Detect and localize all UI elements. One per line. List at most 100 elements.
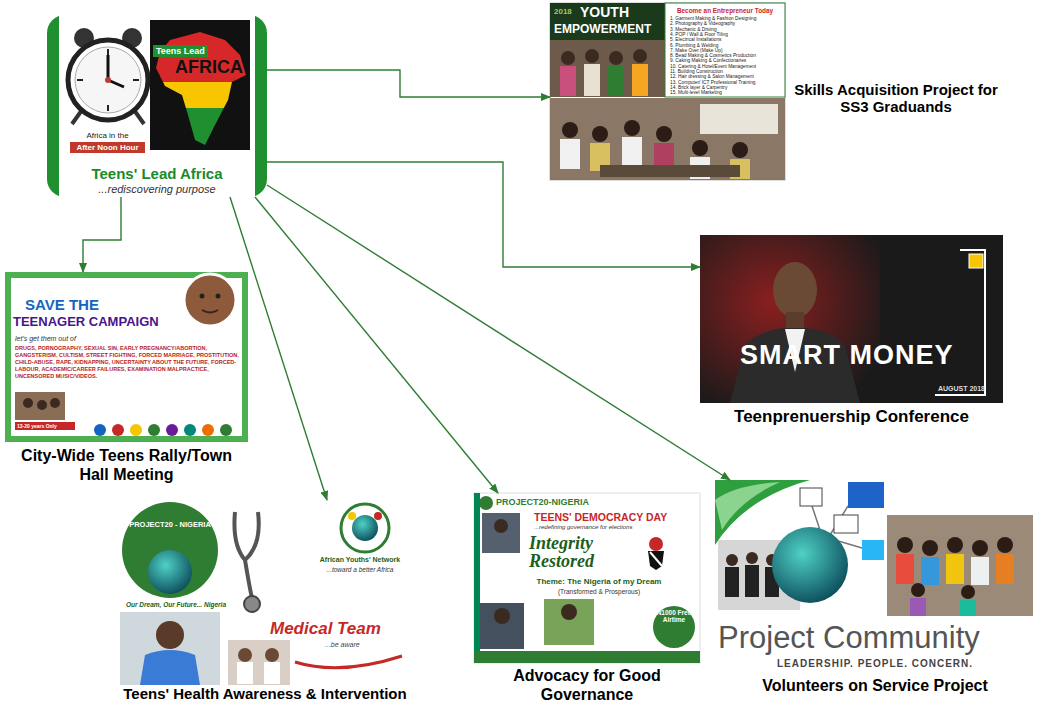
campaign-poster-part	[166, 424, 178, 436]
health-collage-part	[348, 512, 356, 520]
skills-poster-part	[592, 126, 608, 142]
community-collage-part	[946, 554, 964, 584]
poster-text: 8. Bead Making & Cosmetics Production	[670, 54, 783, 59]
logo-art-part	[105, 77, 111, 83]
poster-text: 12. Hair dressing & Salon Management	[670, 75, 783, 80]
poster-text: EMPOWERMENT	[554, 22, 662, 36]
logo-art-part	[107, 105, 109, 111]
poster-text: 9. Caking Making & Confectionaries	[670, 59, 783, 64]
health-collage-part	[237, 662, 253, 684]
poster-text: 5. Electrical Installations	[670, 38, 783, 43]
community-collage-part	[922, 540, 938, 556]
skills-poster-part	[562, 122, 578, 138]
logo-art-part	[77, 79, 83, 81]
poster-text: 6. Plumbing & Welding	[670, 44, 783, 49]
skills-poster-part	[600, 165, 740, 177]
governance-poster-part	[474, 493, 480, 663]
poster-text: ...rediscovering purpose	[57, 183, 257, 195]
community-collage-part	[862, 540, 884, 560]
logo-art-part	[133, 79, 139, 81]
poster-text: TEENAGER CAMPAIGN	[13, 314, 183, 329]
community-collage-part	[746, 552, 758, 564]
project-node: Project CommunityLEADERSHIP. PEOPLE. CON…	[715, 480, 1035, 702]
health-collage-part	[238, 648, 252, 662]
community-collage-part	[800, 488, 822, 506]
poster-text: Our Dream, Our Future... Nigeria	[120, 601, 232, 608]
governance-poster-part	[494, 608, 510, 624]
community-collage-part	[887, 515, 1033, 616]
community-collage-part	[725, 567, 739, 597]
logo-art	[47, 15, 267, 197]
campaign-poster-part	[130, 424, 142, 436]
community-collage	[715, 480, 1033, 616]
community-collage-part	[971, 557, 989, 585]
project-node: PROJECT20-NIGERIATEENS' DEMOCRACY DAY...…	[474, 493, 700, 708]
connector-arrow	[255, 197, 498, 493]
campaign-poster-part	[200, 294, 205, 299]
logo-art-part	[47, 15, 267, 197]
governance-poster-part	[482, 513, 520, 553]
governance-poster-part	[480, 603, 524, 649]
poster-text: 15. Multi-level Marketing	[670, 91, 783, 96]
campaign-poster-part	[148, 424, 160, 436]
health-collage-part	[374, 512, 382, 520]
project-node: PROJECT20 - NIGERIAOur Dream, Our Future…	[120, 500, 410, 718]
node-caption: Volunteers on Service Project	[715, 677, 1035, 695]
campaign-poster-part	[202, 424, 214, 436]
skills-poster-part	[560, 66, 576, 96]
poster-text: 7. Make Over (Make Up)	[670, 49, 783, 54]
conference-poster-part	[969, 254, 983, 268]
poster-text: SMART MONEY	[740, 340, 990, 371]
skills-poster-part	[550, 98, 785, 180]
community-collage-part	[834, 515, 858, 533]
poster-text: 3. Mechanic & Driving	[670, 28, 783, 33]
community-collage-part	[897, 537, 913, 553]
skills-poster-part	[585, 49, 599, 63]
project-node: SMART MONEYAUGUST 2018Teenprenuership Co…	[700, 235, 1003, 428]
governance-poster-part	[474, 493, 700, 663]
logo-art-part	[68, 40, 148, 120]
health-collage-part	[265, 648, 279, 662]
community-collage-part	[848, 482, 884, 508]
governance-poster-part	[494, 519, 508, 533]
campaign-poster	[5, 272, 248, 442]
logo-art-part-part	[150, 82, 250, 108]
campaign-poster-part	[202, 310, 218, 313]
governance-poster-part	[544, 599, 594, 645]
health-collage-part	[264, 662, 280, 684]
poster-text: TEENS' DEMOCRACY DAY	[534, 511, 684, 523]
community-collage-part	[996, 554, 1014, 584]
campaign-poster-part	[184, 424, 196, 436]
poster-text: YOUTH	[580, 4, 629, 20]
health-collage-part	[122, 502, 218, 598]
connector-arrow	[83, 197, 121, 272]
poster-text: let's get them out of	[15, 335, 215, 342]
community-collage-part	[896, 554, 914, 584]
logo-art-part-part	[150, 20, 250, 82]
health-collage-part	[228, 640, 290, 685]
community-collage-part	[921, 557, 939, 585]
connector-arrow	[267, 70, 550, 97]
poster-text: Medical Team	[270, 619, 400, 639]
connector-arrow	[230, 197, 327, 500]
governance-poster-part	[653, 606, 695, 648]
governance-poster-part	[639, 535, 674, 571]
poster-text: PROJECT20-NIGERIA	[496, 497, 626, 507]
campaign-poster-part	[50, 398, 60, 408]
poster-text: N1000 Free Airtime	[656, 609, 692, 624]
poster-text: Become an Entrepreneur Today	[667, 7, 783, 14]
community-collage-part	[972, 540, 988, 556]
poster-text: 10. Catering & Hotel/Event Management	[670, 65, 783, 70]
health-collage-part	[156, 621, 184, 649]
conference-poster-part	[700, 235, 880, 403]
node-caption: City-Wide Teens Rally/Town Hall Meeting	[5, 446, 248, 484]
logo-art-part-part	[150, 108, 250, 153]
health-collage-part	[352, 515, 378, 541]
poster-text: African Youths' Network	[310, 556, 410, 563]
poster-text: Integrity Restored	[529, 534, 639, 570]
poster-text: Theme: The Nigeria of my Dream	[514, 577, 684, 586]
logo-art-part	[75, 47, 141, 113]
poster-text: 14. Brick layer & Carpentry	[670, 86, 783, 91]
health-collage-part	[295, 656, 402, 668]
